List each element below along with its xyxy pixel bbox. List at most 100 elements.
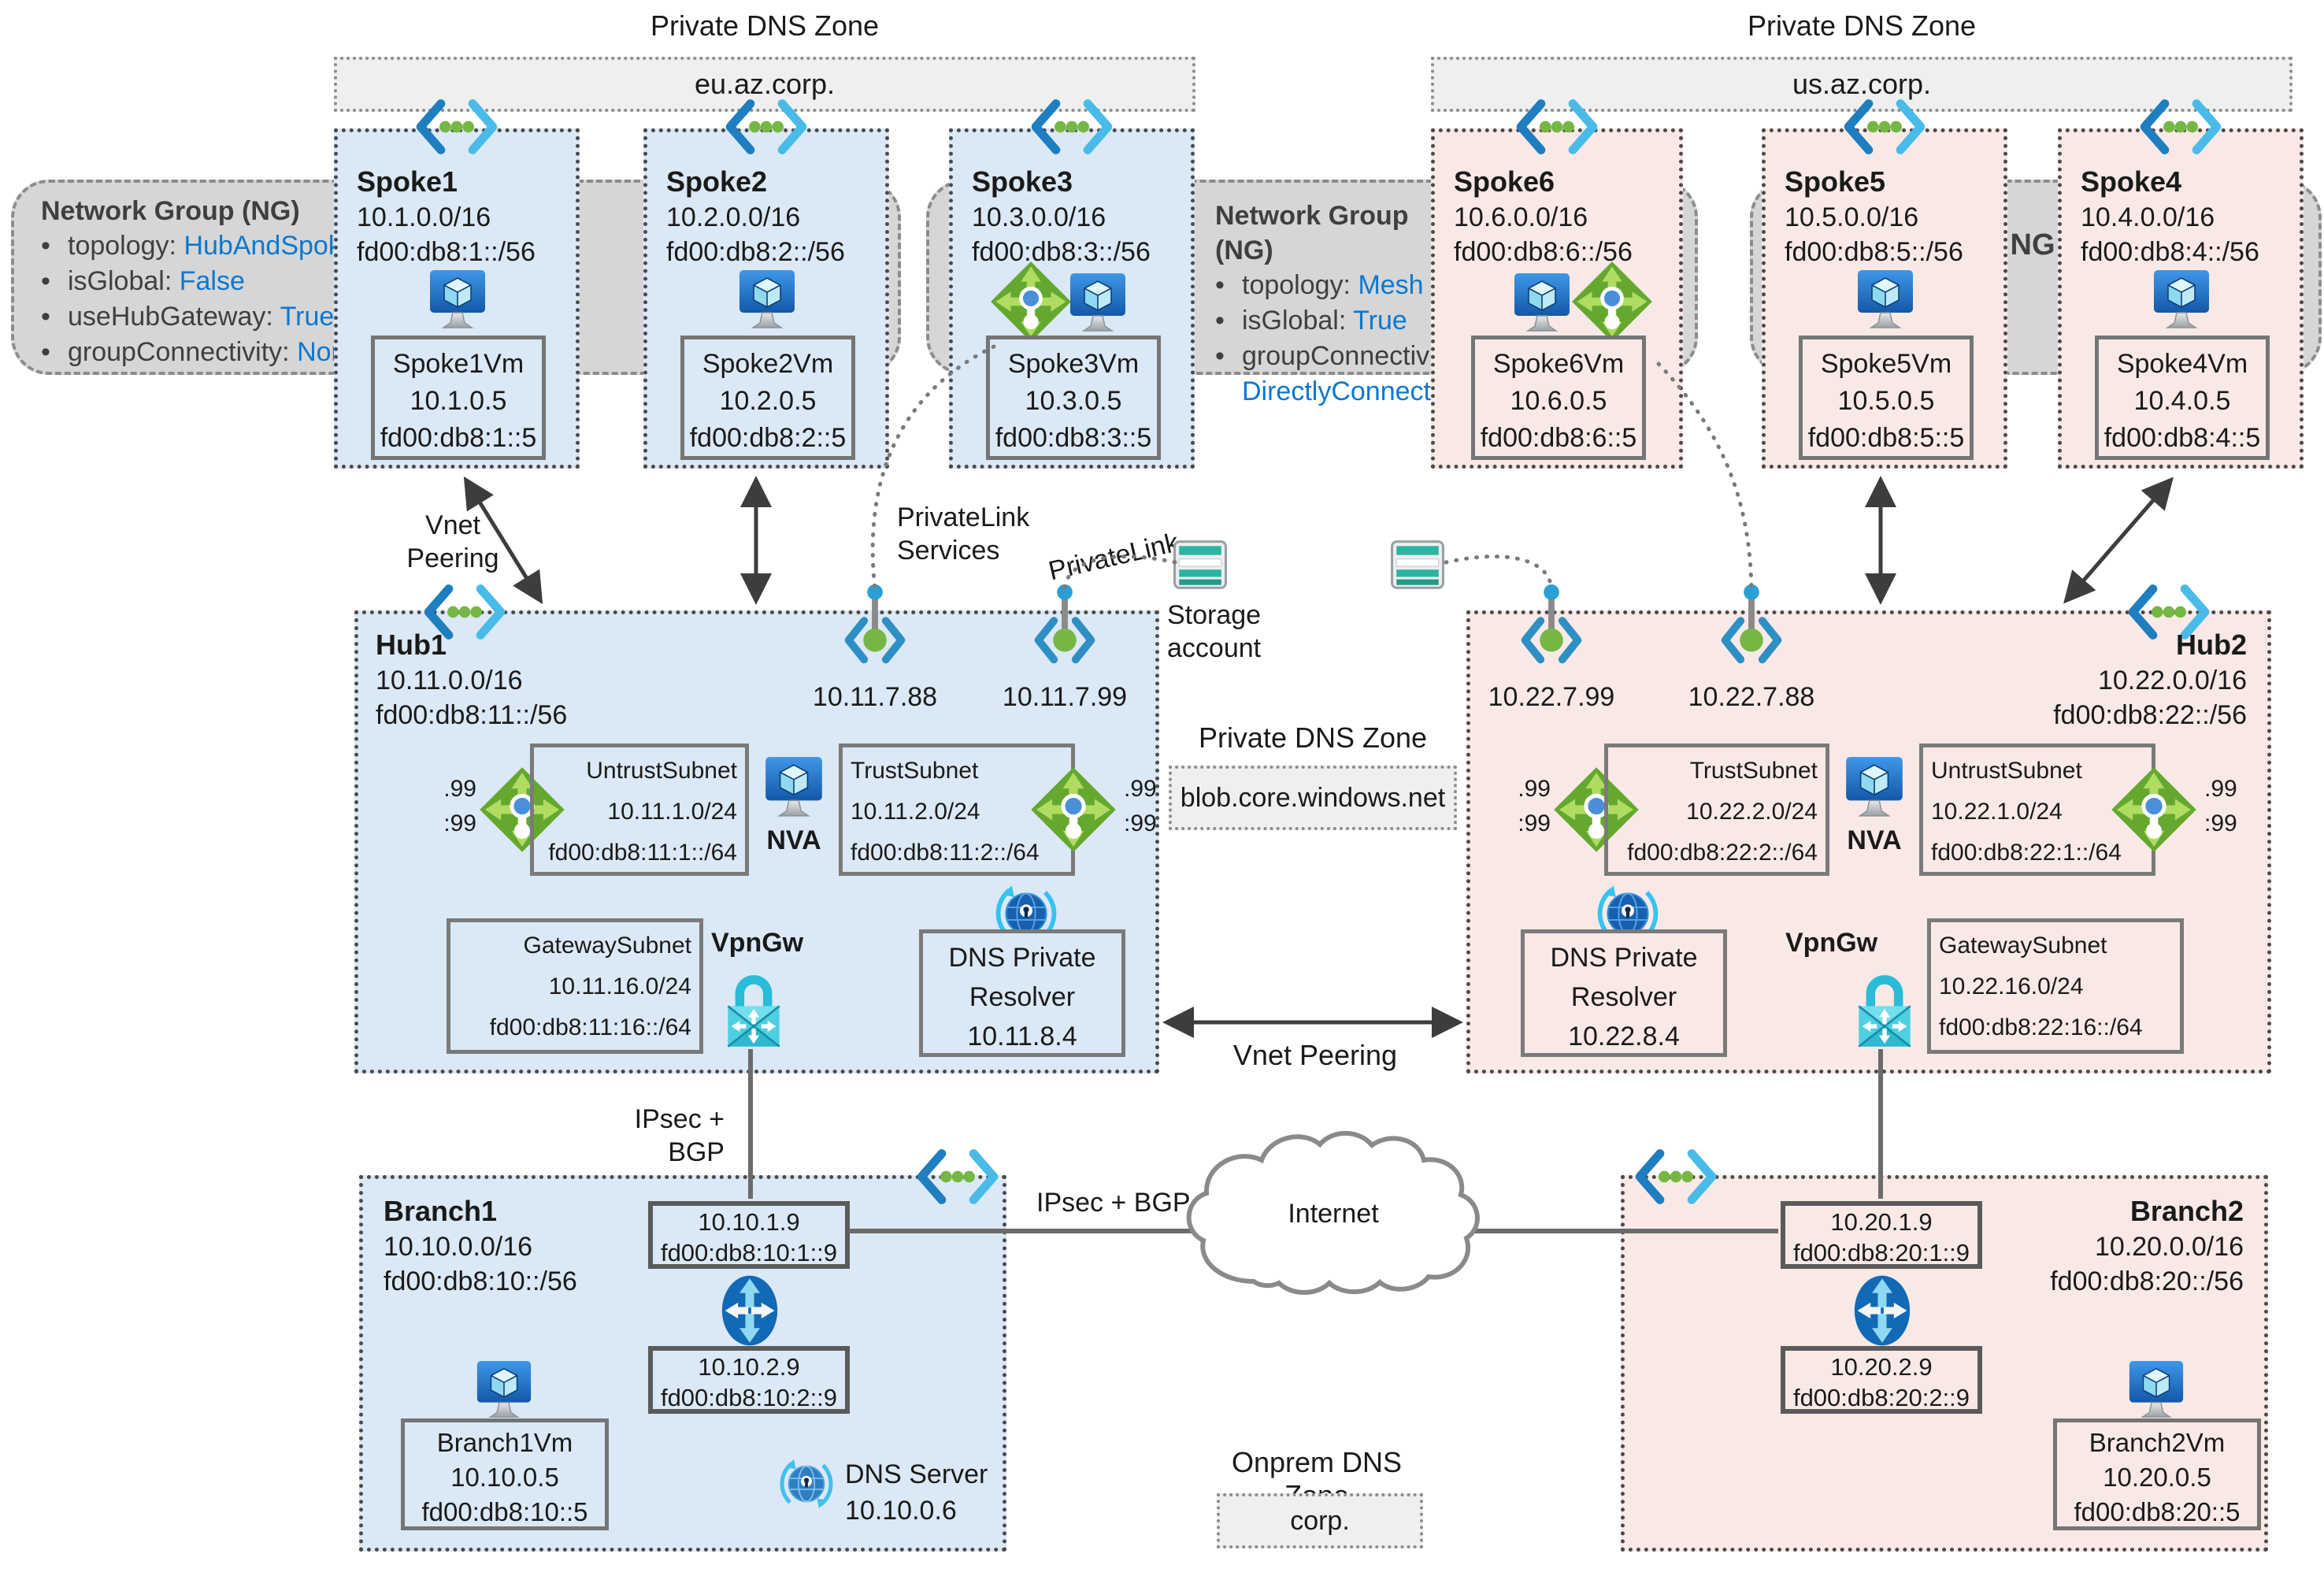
branch-cidr: 10.10.0.0/16	[384, 1232, 533, 1262]
branch2-outer-gw-box: 10.20.1.9 fd00:db8:20:1::9	[1781, 1201, 1982, 1269]
eu-dns-zone-title: Private DNS Zone	[650, 9, 880, 42]
storage-account-icon	[1391, 540, 1444, 589]
spoke-cidr6: fd00:db8:1::/56	[357, 237, 536, 267]
router-icon	[721, 1274, 779, 1348]
nva-trust-ips: .99:99	[1518, 776, 1551, 836]
vnet-icon	[2137, 98, 2224, 156]
trust-subnet-box: TrustSubnet 10.11.2.0/24 fd00:db8:11:2::…	[839, 744, 1075, 876]
private-endpoint-ip: 10.22.7.88	[1688, 682, 1815, 712]
vm-ip6: fd00:db8:20::5	[2074, 1497, 2241, 1526]
gateway-subnet-box: GatewaySubnet 10.22.16.0/24 fd00:db8:22:…	[1927, 918, 2184, 1054]
branch1-inner-gw-box: 10.10.2.9 fd00:db8:10:2::9	[648, 1346, 850, 1414]
vnet-icon	[1514, 98, 1600, 156]
spoke-cidr: 10.3.0.0/16	[972, 202, 1106, 232]
vm-ip6: fd00:db8:5::5	[1807, 423, 1965, 453]
vnet-icon	[723, 98, 810, 156]
hub-name: Hub1	[376, 629, 447, 661]
vpn-gateway-icon	[722, 967, 785, 1051]
private-endpoint-ip: 10.11.7.99	[1002, 682, 1128, 712]
ng-bullet: topology: HubAndSpoke	[68, 231, 357, 261]
spoke-cidr: 10.6.0.0/16	[1454, 202, 1588, 232]
blob-dns-zone-title: Private DNS Zone	[1198, 721, 1428, 754]
branch1-outer-gw-box: 10.10.1.9 fd00:db8:10:1::9	[648, 1201, 850, 1269]
vm-ip6: fd00:db8:1::5	[380, 423, 537, 453]
hub-cidr: 10.11.0.0/16	[376, 666, 523, 695]
vm-name: Spoke2Vm	[702, 349, 834, 379]
branch-name: Branch2	[2129, 1195, 2244, 1227]
vnet-spoke3: Spoke3 10.3.0.0/16 fd00:db8:3::/56 Spoke…	[949, 128, 1195, 469]
vm-name: Spoke1Vm	[392, 349, 524, 379]
spoke-cidr6: fd00:db8:2::/56	[666, 237, 845, 267]
spoke-name: Spoke1	[357, 165, 458, 198]
nva-untrust-ips: .99:99	[443, 776, 476, 836]
spoke4-vm-box: Spoke4Vm 10.4.0.5 fd00:db8:4::5	[2095, 336, 2270, 460]
vm-ip: 10.2.0.5	[719, 386, 817, 416]
nva-vm-icon	[1842, 755, 1907, 822]
vm-ip: 10.6.0.5	[1510, 386, 1607, 416]
vm-icon	[736, 268, 799, 334]
vm-ip6: fd00:db8:10::5	[421, 1497, 588, 1526]
storage-account-label: Storage account	[1167, 600, 1262, 663]
spoke5-vm-box: Spoke5Vm 10.5.0.5 fd00:db8:5::5	[1799, 336, 1974, 460]
vm-name: Branch1Vm	[436, 1428, 573, 1457]
vm-icon	[2150, 268, 2213, 334]
dns-server-icon	[779, 1456, 834, 1511]
vpngw-label: VpnGw	[711, 928, 804, 958]
storage-account-icon	[1173, 540, 1227, 589]
vm-icon	[1066, 271, 1129, 337]
untrust-subnet-box: UntrustSubnet 10.11.1.0/24 fd00:db8:11:1…	[530, 744, 749, 876]
nva-untrust-ips: .99:99	[2204, 776, 2237, 836]
vm-name: Spoke4Vm	[2116, 349, 2248, 379]
vnet-branch1: Branch1 10.10.0.0/16 fd00:db8:10::/56 10…	[359, 1175, 1006, 1552]
branch-cidr6: fd00:db8:10::/56	[384, 1266, 577, 1296]
vm-ip: 10.10.0.5	[450, 1463, 559, 1492]
hub-cidr: 10.22.0.0/16	[2097, 666, 2247, 695]
nva-label: NVA	[1847, 825, 1902, 855]
vm-ip: 10.20.0.5	[2103, 1463, 2211, 1492]
branch-cidr: 10.20.0.0/16	[2094, 1232, 2244, 1262]
spoke-cidr6: fd00:db8:4::/56	[2081, 237, 2259, 267]
ng-bullet: isGlobal: False	[68, 266, 245, 296]
vm-ip6: fd00:db8:4::5	[2103, 423, 2261, 453]
vm-ip: 10.3.0.5	[1025, 386, 1122, 416]
spoke-name: Spoke4	[2081, 165, 2182, 198]
hub-name: Hub2	[2176, 629, 2247, 661]
spoke1-vm-box: Spoke1Vm 10.1.0.5 fd00:db8:1::5	[371, 336, 546, 460]
spoke-cidr6: fd00:db8:3::/56	[972, 237, 1151, 267]
private-endpoint-icon	[836, 584, 914, 677]
load-balancer-icon	[1029, 766, 1118, 854]
vnet-icon	[1029, 98, 1115, 156]
vpngw-label: VpnGw	[1785, 928, 1878, 958]
spoke-name: Spoke2	[666, 165, 768, 198]
branch-cidr6: fd00:db8:20::/56	[2050, 1266, 2244, 1296]
network-group-short-label: NG	[2010, 228, 2055, 261]
load-balancer-icon	[989, 260, 1073, 343]
vm-icon	[1510, 271, 1573, 337]
ipsec-bgp-label-internet: IPsec + BGP	[1036, 1188, 1191, 1218]
blob-dns-zone-box: blob.core.windows.net	[1169, 766, 1457, 830]
vnet-spoke2: Spoke2 10.2.0.0/16 fd00:db8:2::/56 Spoke…	[643, 128, 889, 469]
branch2-vm-box: Branch2Vm 10.20.0.5 fd00:db8:20::5	[2053, 1418, 2261, 1530]
spoke3-vm-box: Spoke3Vm 10.3.0.5 fd00:db8:3::5	[986, 336, 1161, 460]
vnet-spoke1: Spoke1 10.1.0.0/16 fd00:db8:1::/56 Spoke…	[334, 128, 580, 469]
hub-cidr6: fd00:db8:11::/56	[376, 700, 568, 730]
spoke6-vm-box: Spoke6Vm 10.6.0.5 fd00:db8:6::5	[1471, 336, 1646, 460]
internet-label: Internet	[1288, 1199, 1379, 1229]
vm-name: Spoke6Vm	[1492, 349, 1625, 379]
dns-resolver-box: DNS Private Resolver 10.22.8.4	[1521, 929, 1727, 1057]
vnet-spoke6: Spoke6 10.6.0.0/16 fd00:db8:6::/56 Spoke…	[1431, 128, 1683, 469]
vm-name: Spoke5Vm	[1820, 349, 1952, 379]
vnet-hub2: Hub2 10.22.0.0/16 fd00:db8:22::/56 .99:9…	[1466, 610, 2271, 1074]
onprem-dns-zone-box: corp.	[1217, 1493, 1423, 1548]
ng-bullet: topology: Mesh	[1242, 270, 1424, 300]
ipsec-bgp-label-hub1: IPsec + BGP	[634, 1104, 725, 1167]
vnet-peering-label-spoke1: Vnet Peering	[406, 510, 499, 573]
branch1-vm-box: Branch1Vm 10.10.0.5 fd00:db8:10::5	[401, 1418, 609, 1530]
vnet-icon	[1633, 1148, 1719, 1206]
vm-ip: 10.5.0.5	[1837, 386, 1935, 416]
vnet-spoke4: Spoke4 10.4.0.0/16 fd00:db8:4::/56 Spoke…	[2058, 128, 2304, 469]
spoke-cidr: 10.4.0.0/16	[2081, 202, 2215, 232]
dns-server-label: DNS Server 10.10.0.6	[845, 1459, 988, 1526]
vm-ip6: fd00:db8:3::5	[995, 423, 1152, 453]
